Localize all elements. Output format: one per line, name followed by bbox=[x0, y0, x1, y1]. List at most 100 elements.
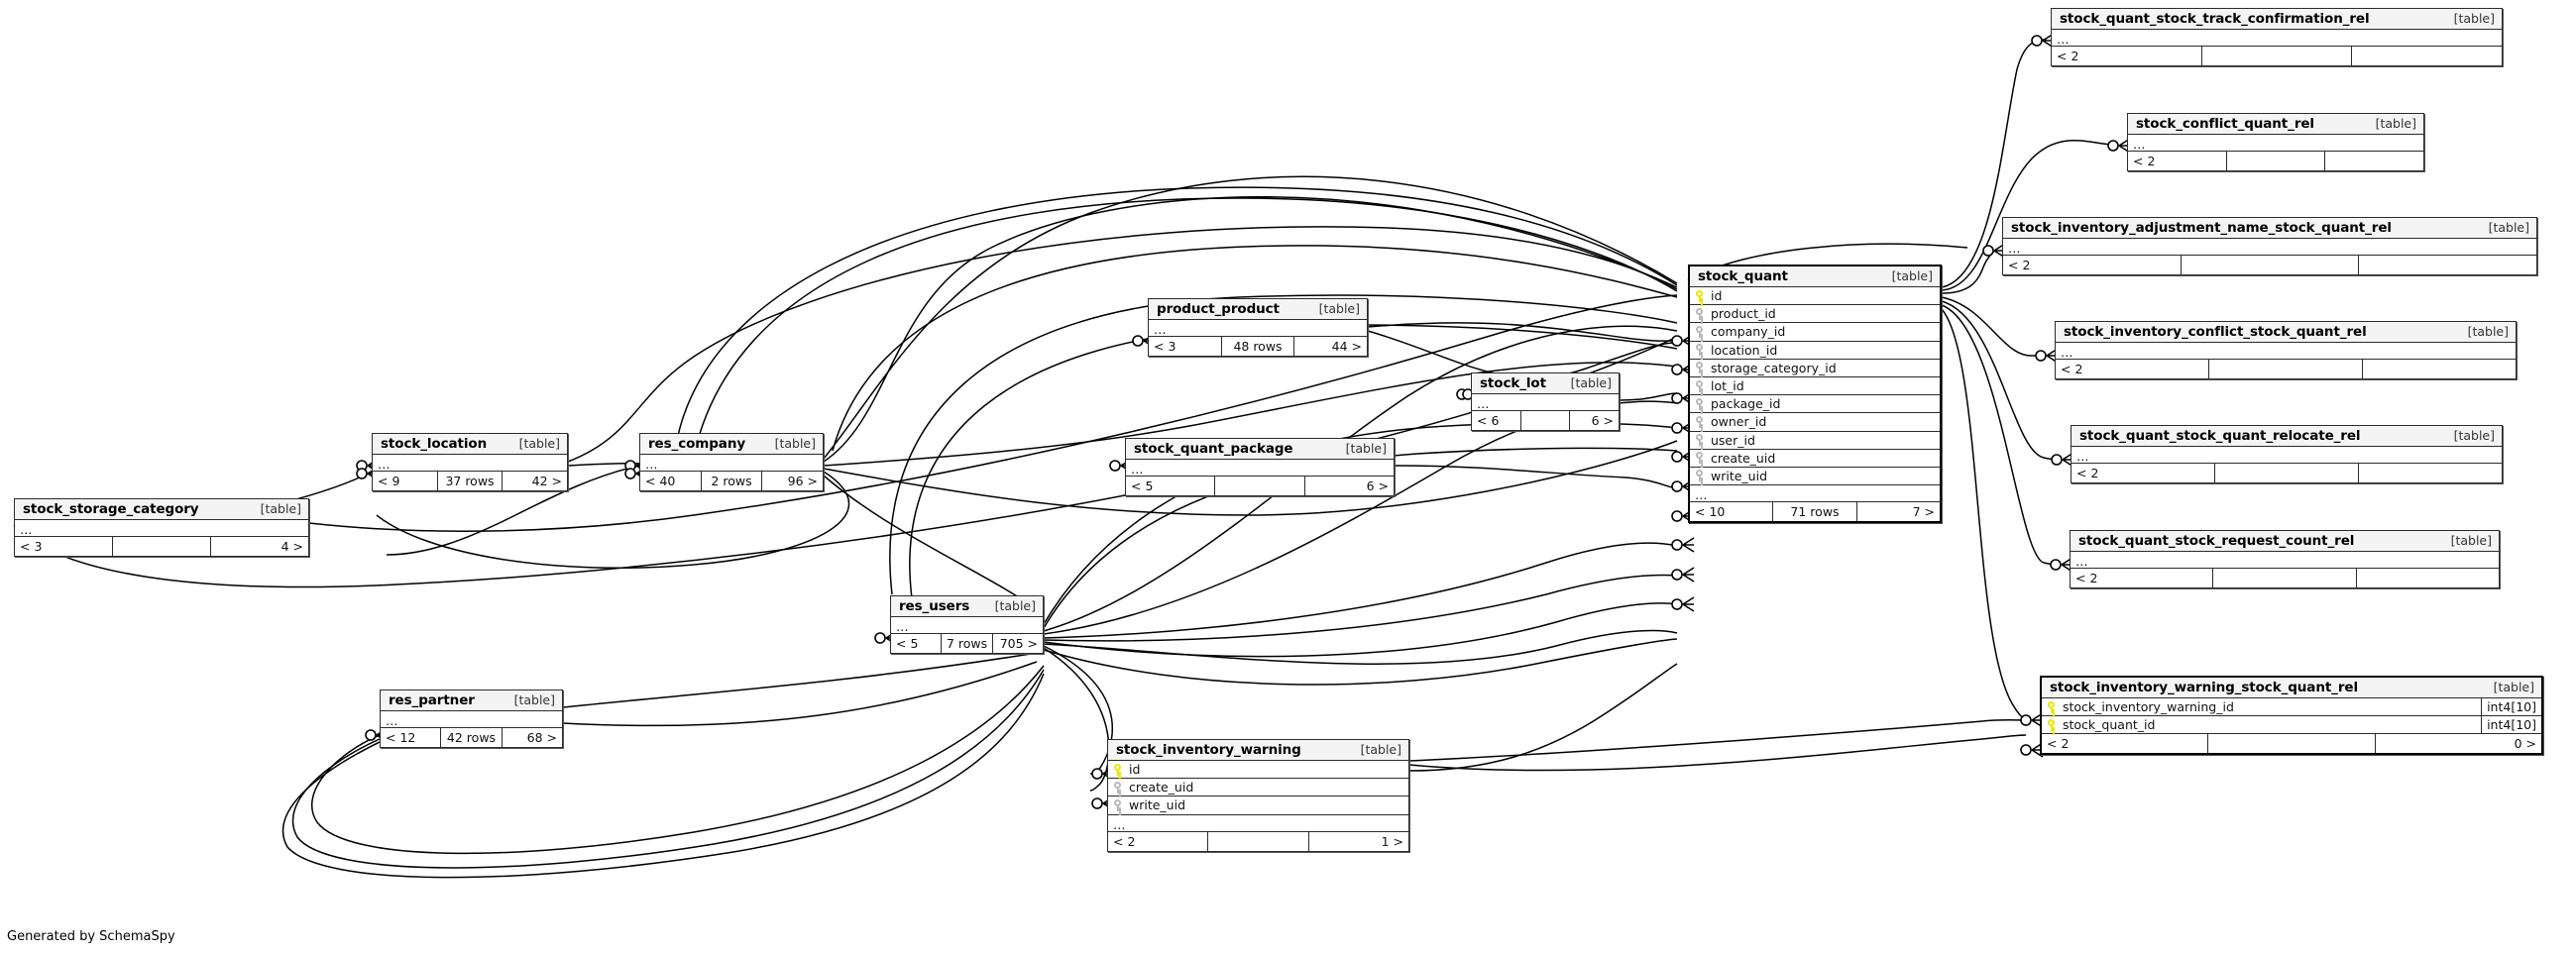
table-header[interactable]: stock_quant[table] bbox=[1690, 266, 1940, 287]
table-header[interactable]: stock_quant_package[table] bbox=[1126, 439, 1394, 460]
primary-key-icon bbox=[2048, 718, 2057, 731]
column-row[interactable]: company_id bbox=[1690, 323, 1940, 342]
more-columns-ellipsis[interactable]: … bbox=[2056, 343, 2516, 360]
foreign-key-icon bbox=[1696, 344, 1705, 357]
table-header[interactable]: stock_inventory_adjustment_name_stock_qu… bbox=[2003, 218, 2536, 239]
table-name: stock_lot bbox=[1480, 374, 1546, 391]
more-columns-ellipsis[interactable]: … bbox=[1149, 320, 1367, 337]
column-row[interactable]: lot_id bbox=[1690, 377, 1940, 396]
incoming-relations-count: < 2 bbox=[2056, 360, 2209, 378]
more-columns-ellipsis[interactable]: … bbox=[373, 455, 567, 472]
column-row[interactable]: owner_id bbox=[1690, 413, 1940, 432]
table-header[interactable]: stock_quant_stock_track_confirmation_rel… bbox=[2052, 9, 2502, 30]
column-row[interactable]: create_uid bbox=[1108, 779, 1408, 797]
column-row[interactable]: write_uid bbox=[1690, 468, 1940, 486]
table-header[interactable]: stock_quant_stock_request_count_rel [tabl… bbox=[2071, 531, 2499, 552]
outgoing-relations-count bbox=[2352, 47, 2502, 65]
column-row[interactable]: package_id bbox=[1690, 395, 1940, 414]
column-row[interactable]: user_id bbox=[1690, 432, 1940, 450]
table-node-stock_quant_stock_request_count_rel[interactable]: stock_quant_stock_request_count_rel [tabl… bbox=[2070, 530, 2500, 588]
column-type: int4[10] bbox=[2481, 716, 2541, 734]
column-row[interactable]: storage_category_id bbox=[1690, 360, 1940, 377]
table-header[interactable]: stock_quant_stock_quant_relocate_rel[tab… bbox=[2072, 426, 2502, 447]
table-node-stock_inventory_adjustment_name_stock_quant_rel[interactable]: stock_inventory_adjustment_name_stock_qu… bbox=[2002, 217, 2537, 275]
column-list: … bbox=[373, 455, 567, 472]
more-columns-ellipsis[interactable]: … bbox=[891, 617, 1043, 634]
table-header[interactable]: res_users[table] bbox=[891, 596, 1043, 617]
outgoing-relations-count: 6 > bbox=[1591, 413, 1615, 428]
more-columns-ellipsis[interactable]: … bbox=[1690, 485, 1940, 503]
table-header[interactable]: res_company[table] bbox=[640, 434, 823, 455]
row-count: 42 rows bbox=[441, 728, 503, 747]
table-node-stock_inventory_conflict_stock_quant_rel[interactable]: stock_inventory_conflict_stock_quant_rel… bbox=[2055, 321, 2517, 379]
column-row[interactable]: location_id bbox=[1690, 342, 1940, 360]
more-columns-ellipsis[interactable]: … bbox=[2072, 447, 2502, 464]
foreign-key-icon bbox=[1696, 397, 1705, 410]
more-columns-ellipsis[interactable]: … bbox=[2128, 135, 2423, 152]
more-columns-ellipsis[interactable]: … bbox=[640, 455, 823, 472]
table-header[interactable]: product_product[table] bbox=[1149, 299, 1367, 320]
table-node-stock_quant_stock_quant_relocate_rel[interactable]: stock_quant_stock_quant_relocate_rel[tab… bbox=[2071, 425, 2503, 483]
table-header[interactable]: stock_inventory_warning_stock_quant_rel[… bbox=[2042, 678, 2541, 698]
table-name: product_product bbox=[1157, 300, 1280, 317]
more-columns-ellipsis[interactable]: … bbox=[1108, 815, 1408, 832]
table-header[interactable]: stock_storage_category[table] bbox=[15, 499, 308, 520]
incoming-relations-count: < 2 bbox=[2052, 47, 2202, 65]
table-node-stock_inventory_warning_stock_quant_rel[interactable]: stock_inventory_warning_stock_quant_rel[… bbox=[2040, 676, 2543, 756]
more-columns-ellipsis[interactable]: … bbox=[2052, 30, 2502, 47]
table-type-tag: [table] bbox=[1891, 268, 1933, 283]
table-header[interactable]: stock_location[table] bbox=[373, 434, 567, 455]
table-type-tag: [table] bbox=[2488, 220, 2529, 235]
incoming-relations-count: < 5 bbox=[891, 634, 942, 653]
table-header[interactable]: res_partner[table] bbox=[381, 690, 562, 711]
more-columns-ellipsis[interactable]: … bbox=[2003, 239, 2536, 256]
column-row[interactable]: id bbox=[1690, 287, 1940, 306]
column-row[interactable]: write_uid bbox=[1108, 797, 1408, 815]
column-list: … bbox=[1149, 320, 1367, 337]
table-header[interactable]: stock_lot [table] bbox=[1472, 373, 1619, 394]
table-header[interactable]: stock_inventory_warning[table] bbox=[1108, 740, 1408, 761]
table-type-tag: [table] bbox=[1570, 375, 1612, 390]
row-count: 71 rows bbox=[1773, 502, 1857, 522]
column-type: int4[10] bbox=[2481, 698, 2541, 716]
table-type-tag: [table] bbox=[2375, 116, 2416, 131]
row-count bbox=[1215, 477, 1305, 495]
more-columns-ellipsis[interactable]: … bbox=[1126, 460, 1394, 477]
table-node-stock_quant_stock_track_confirmation_rel[interactable]: stock_quant_stock_track_confirmation_rel… bbox=[2051, 8, 2503, 66]
table-name: stock_quant_stock_request_count_rel bbox=[2078, 532, 2355, 549]
column-row[interactable]: product_id bbox=[1690, 305, 1940, 324]
column-name: owner_id bbox=[1711, 414, 1767, 430]
row-count: 37 rows bbox=[438, 472, 504, 490]
more-columns-ellipsis[interactable]: … bbox=[381, 711, 562, 728]
column-name: storage_category_id bbox=[1711, 360, 1837, 375]
table-type-tag: [table] bbox=[2450, 533, 2492, 548]
more-columns-ellipsis[interactable]: … bbox=[2071, 552, 2499, 569]
column-row[interactable]: create_uid bbox=[1690, 450, 1940, 468]
table-node-stock_conflict_quant_rel[interactable]: stock_conflict_quant_rel[table]…< 2 bbox=[2127, 113, 2424, 171]
table-name: stock_conflict_quant_rel bbox=[2136, 115, 2314, 132]
foreign-key-icon bbox=[1696, 415, 1705, 428]
table-header[interactable]: stock_conflict_quant_rel [table] bbox=[2128, 114, 2423, 135]
foreign-key-icon bbox=[1114, 798, 1123, 811]
more-columns-ellipsis[interactable]: … bbox=[1472, 394, 1619, 411]
column-row[interactable]: id bbox=[1108, 761, 1408, 780]
column-list: … bbox=[2003, 239, 2536, 256]
more-columns-ellipsis[interactable]: … bbox=[15, 520, 308, 537]
row-count bbox=[2215, 464, 2359, 482]
table-header[interactable]: stock_inventory_conflict_stock_quant_rel… bbox=[2056, 322, 2516, 343]
column-list: … bbox=[2056, 343, 2516, 360]
